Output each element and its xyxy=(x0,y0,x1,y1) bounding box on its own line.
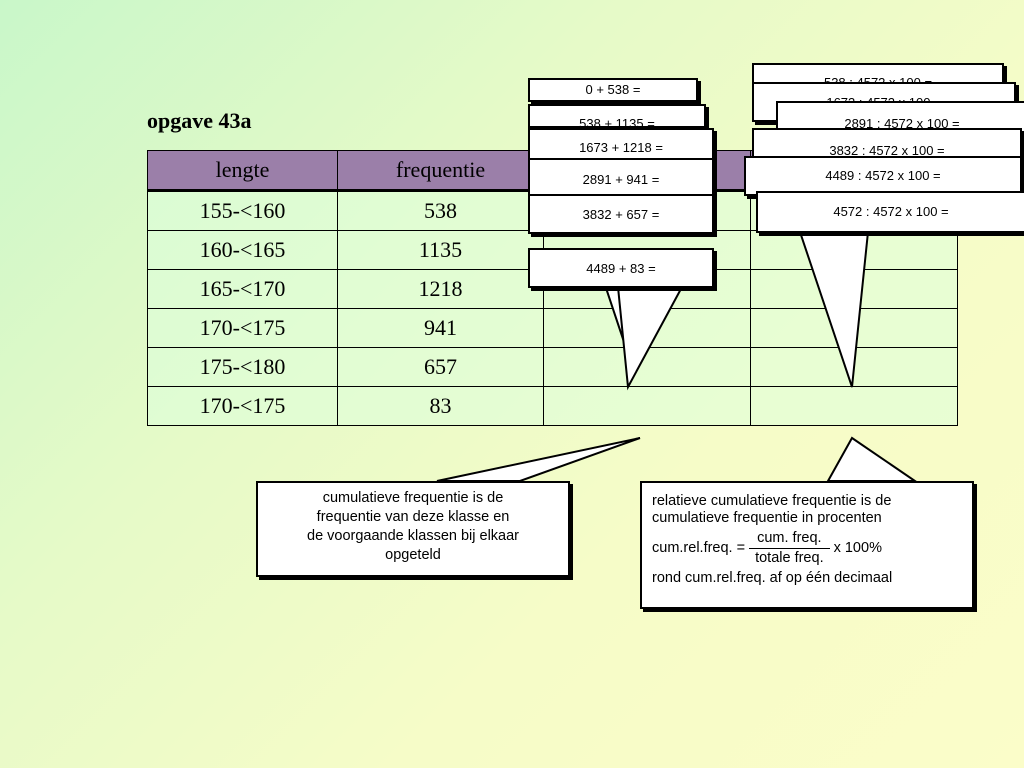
table-row: 170-<175 83 xyxy=(147,386,958,426)
callout-line: cumulatieve frequentie in procenten xyxy=(652,510,882,526)
cell-frequentie: 941 xyxy=(337,308,544,348)
cum-calc-box: 2891 + 941 = xyxy=(528,158,714,196)
cum-callout-tail-front xyxy=(616,286,684,391)
callout-line: opgeteld xyxy=(385,547,441,563)
cell-frequentie: 1135 xyxy=(337,230,544,270)
right-callout-tail xyxy=(826,436,919,482)
cum-calc-box: 0 + 538 = xyxy=(528,78,698,102)
formula-fraction: cum. freq. totale freq. xyxy=(749,529,830,568)
cell-lengte: 170-<175 xyxy=(147,386,338,426)
cell-rel-cum-freq xyxy=(750,386,958,426)
cum-calc-box: 4489 + 83 = xyxy=(528,248,714,288)
cell-frequentie: 538 xyxy=(337,190,544,231)
cell-cum-freq xyxy=(543,386,751,426)
cum-calc-box: 3832 + 657 = xyxy=(528,194,714,234)
rel-callout-tail-front xyxy=(798,231,870,388)
formula: cum.rel.freq. = cum. freq. totale freq. … xyxy=(652,529,962,568)
header-frequentie: frequentie xyxy=(337,150,544,192)
callout-line: frequentie van deze klasse en xyxy=(316,509,510,525)
cum-calc-box: 538 + 1135 = xyxy=(528,104,706,128)
rel-cum-freq-explanation-callout: relatieve cumulatieve frequentie is de c… xyxy=(640,481,974,609)
rel-calc-box: 2891 : 4572 x 100 = xyxy=(776,101,1024,133)
rel-calc-box: 3832 : 4572 x 100 = xyxy=(752,128,1022,158)
cell-lengte: 160-<165 xyxy=(147,230,338,270)
cell-lengte: 155-<160 xyxy=(147,190,338,231)
cell-lengte: 165-<170 xyxy=(147,269,338,309)
cell-lengte: 175-<180 xyxy=(147,347,338,387)
callout-line: rond cum.rel.freq. af op één decimaal xyxy=(652,570,893,586)
cum-freq-explanation-callout: cumulatieve frequentie is de frequentie … xyxy=(256,481,570,577)
callout-line: cumulatieve frequentie is de xyxy=(322,490,504,506)
rel-calc-box: 4572 : 4572 x 100 = xyxy=(756,191,1024,233)
callout-line: relatieve cumulatieve frequentie is de xyxy=(652,493,892,509)
cell-frequentie: 83 xyxy=(337,386,544,426)
formula-lhs: cum.rel.freq. = xyxy=(652,540,746,556)
page-title: opgave 43a xyxy=(147,108,252,133)
formula-denominator: totale freq. xyxy=(755,550,824,566)
cell-frequentie: 657 xyxy=(337,347,544,387)
formula-rhs: x 100% xyxy=(833,540,882,556)
cell-lengte: 170-<175 xyxy=(147,308,338,348)
header-lengte: lengte xyxy=(147,150,338,192)
callout-line: de voorgaande klassen bij elkaar xyxy=(307,528,519,544)
rel-calc-box: 4489 : 4572 x 100 = xyxy=(744,156,1022,196)
left-callout-tail xyxy=(436,437,641,482)
formula-numerator: cum. freq. xyxy=(749,529,830,549)
